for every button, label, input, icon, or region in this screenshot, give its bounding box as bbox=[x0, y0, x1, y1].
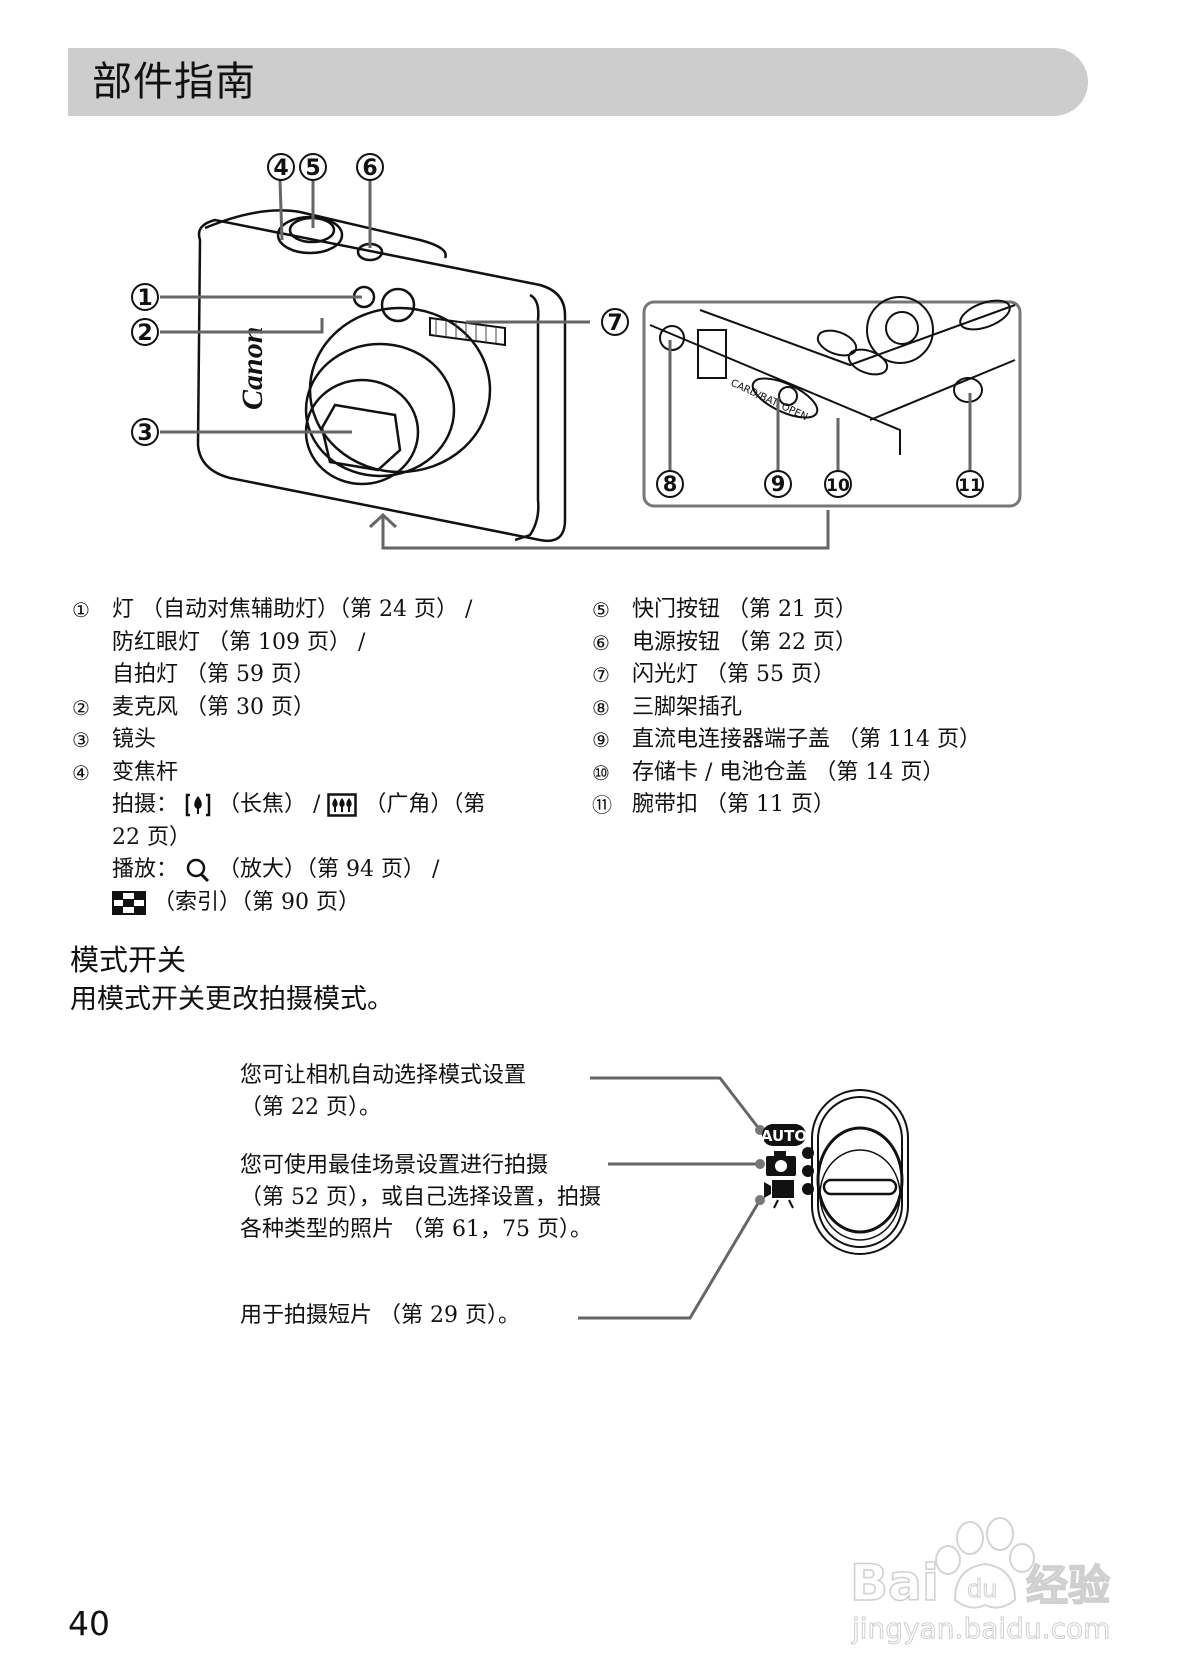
svg-text:9: 9 bbox=[771, 472, 786, 496]
page-title: 部件指南 bbox=[92, 59, 256, 105]
svg-text:7: 7 bbox=[607, 311, 622, 336]
legend-item-10: ⑩ 存储卡 / 电池仓盖 （第 14 页） bbox=[592, 757, 1072, 790]
svg-text:经验: 经验 bbox=[1026, 1561, 1110, 1610]
legend-text: 直流电连接器端子盖 （第 114 页） bbox=[632, 727, 981, 752]
camera-mode-description: 您可使用最佳场景设置进行拍摄 （第 52 页），或自己选择设置，拍摄 各种类型的… bbox=[240, 1150, 601, 1246]
legend-text: 防红眼灯 （第 109 页） / bbox=[112, 629, 366, 655]
legend-number: ③ bbox=[72, 728, 90, 752]
svg-text:AUTO: AUTO bbox=[761, 1127, 807, 1145]
legend-text: 灯 （自动对焦辅助灯）（第 24 页） / bbox=[112, 597, 473, 622]
legend-text: 变焦杆 bbox=[112, 759, 179, 785]
legend-text: 存储卡 / 电池仓盖 （第 14 页） bbox=[632, 759, 945, 785]
text-line: （第 52 页），或自己选择设置，拍摄 bbox=[240, 1185, 601, 1210]
legend-text: 麦克风 （第 30 页） bbox=[112, 694, 315, 720]
svg-text:4: 4 bbox=[273, 156, 288, 181]
legend-number: ⑦ bbox=[592, 663, 610, 687]
legend-number: ⑤ bbox=[592, 598, 610, 622]
legend-item-3: ③ 镜头 bbox=[72, 724, 572, 757]
legend-item-7: ⑦ 闪光灯 （第 55 页） bbox=[592, 659, 1072, 692]
text-line: 您可使用最佳场景设置进行拍摄 bbox=[240, 1153, 549, 1178]
section-title: 模式开关 bbox=[70, 943, 187, 977]
svg-text:1: 1 bbox=[137, 286, 152, 311]
svg-text:du: du bbox=[967, 1575, 997, 1603]
legend-number: ⑩ bbox=[592, 760, 610, 785]
camera-icon bbox=[766, 1151, 796, 1176]
header-bar bbox=[68, 48, 1088, 116]
auto-icon: AUTO bbox=[761, 1124, 807, 1146]
legend-item-5: ⑤ 快门按钮 （第 21 页） bbox=[592, 594, 1072, 627]
svg-text:10: 10 bbox=[826, 476, 850, 496]
legend-text: 自拍灯 （第 59 页） bbox=[112, 662, 315, 687]
svg-text:8: 8 bbox=[663, 472, 678, 496]
legend-item-2: ② 麦克风 （第 30 页） bbox=[72, 692, 572, 725]
legend-text: 三脚架插孔 bbox=[632, 694, 743, 720]
legend-item-8: ⑧ 三脚架插孔 bbox=[592, 692, 1072, 725]
parts-legend-left: ① 灯 （自动对焦辅助灯）（第 24 页） / 防红眼灯 （第 109 页） /… bbox=[72, 594, 572, 919]
text-line: 用于拍摄短片 （第 29 页）。 bbox=[240, 1303, 520, 1328]
legend-text: 腕带扣 （第 11 页） bbox=[632, 792, 835, 817]
legend-text: 镜头 bbox=[112, 727, 157, 752]
legend-text: 电源按钮 （第 22 页） bbox=[632, 629, 857, 655]
legend-number: ⑥ bbox=[592, 630, 610, 655]
svg-text:Bai: Bai bbox=[850, 1554, 939, 1612]
legend-number: ④ bbox=[72, 760, 90, 785]
svg-text:5: 5 bbox=[305, 156, 320, 181]
legend-text: 快门按钮 （第 21 页） bbox=[632, 597, 857, 622]
svg-text:CARD/BAT. OPEN: CARD/BAT. OPEN bbox=[729, 378, 810, 423]
legend-text: 闪光灯 （第 55 页） bbox=[632, 662, 835, 687]
legend-number: ⑪ bbox=[592, 793, 612, 817]
shoot-prefix: 拍摄： bbox=[112, 792, 179, 817]
legend-item-1: ① 灯 （自动对焦辅助灯）（第 24 页） / 防红眼灯 （第 109 页） /… bbox=[72, 594, 572, 692]
svg-text:jingyan.baidu.com: jingyan.baidu.com bbox=[851, 1612, 1110, 1645]
zoom-label: （放大）（第 94 页） / bbox=[218, 857, 440, 882]
svg-text:3: 3 bbox=[137, 421, 152, 446]
index-label: （索引）（第 90 页） bbox=[153, 889, 360, 915]
wide-label: （广角）（第 bbox=[364, 792, 486, 817]
parts-legend-right: ⑤ 快门按钮 （第 21 页） ⑥ 电源按钮 （第 22 页） ⑦ 闪光灯 （第 55… bbox=[592, 594, 1072, 822]
legend-item-11: ⑪ 腕带扣 （第 11 页） bbox=[592, 789, 1072, 822]
play-prefix: 播放： bbox=[112, 857, 179, 882]
svg-text:2: 2 bbox=[137, 321, 152, 346]
legend-number: ⑧ bbox=[592, 695, 610, 720]
text-line: 您可让相机自动选择模式设置 bbox=[240, 1063, 527, 1088]
legend-number: ⑨ bbox=[592, 728, 610, 752]
wide-angle-icon bbox=[327, 793, 358, 817]
text-line: 各种类型的照片 （第 61，75 页）。 bbox=[240, 1217, 592, 1242]
index-icon bbox=[112, 890, 146, 915]
section-description: 用模式开关更改拍摄模式。 bbox=[70, 984, 394, 1015]
telephoto-icon bbox=[185, 793, 211, 817]
svg-text:Canon: Canon bbox=[236, 327, 269, 410]
movie-icon bbox=[764, 1180, 794, 1209]
text-line: （第 22 页）。 bbox=[240, 1095, 381, 1120]
svg-text:11: 11 bbox=[958, 476, 982, 496]
camera-diagram: Canon 4 5 6 1 2 3 7 CARD/BA bbox=[131, 153, 1022, 550]
svg-text:6: 6 bbox=[362, 156, 377, 181]
tele-label: （长焦） / bbox=[218, 792, 321, 817]
legend-item-9: ⑨ 直流电连接器端子盖 （第 114 页） bbox=[592, 724, 1072, 757]
mode-switch-diagram: AUTO bbox=[578, 1076, 909, 1320]
legend-number: ② bbox=[72, 695, 90, 720]
legend-item-6: ⑥ 电源按钮 （第 22 页） bbox=[592, 627, 1072, 660]
legend-item-4: ④ 变焦杆 拍摄： （长焦） / （广角）（第 22 页） 播放： bbox=[72, 757, 572, 920]
baidu-watermark: Bai du 经验 jingyan.baidu.com bbox=[849, 1517, 1111, 1646]
page-number: 40 bbox=[68, 1604, 110, 1643]
legend-number: ① bbox=[72, 598, 90, 622]
magnify-icon bbox=[186, 858, 210, 882]
shoot-cont: 22 页） bbox=[112, 824, 191, 850]
movie-mode-description: 用于拍摄短片 （第 29 页）。 bbox=[240, 1300, 520, 1332]
auto-mode-description: 您可让相机自动选择模式设置 （第 22 页）。 bbox=[240, 1060, 526, 1124]
